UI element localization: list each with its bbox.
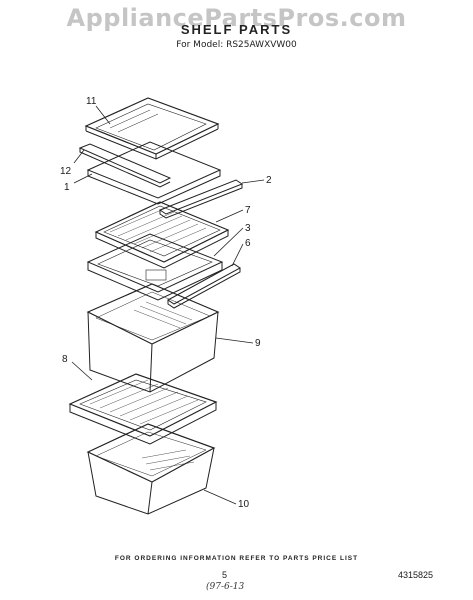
page-title: SHELF PARTS [180,22,293,37]
part-2-trim[interactable] [158,179,244,219]
callout-3: 3 [245,223,251,234]
part-3-cover-frame[interactable] [86,233,224,301]
part-9-crisper-drawer[interactable] [86,283,220,393]
callout-9: 9 [255,338,261,349]
leader-lines [71,105,265,505]
callout-7: 7 [245,205,251,216]
page-number: 5 [222,570,228,580]
part-12-frame-rail[interactable] [78,143,172,188]
part-10-lower-bin[interactable] [86,423,216,515]
callout-2: 2 [266,175,272,186]
part-6-crisper-rail[interactable] [167,263,241,309]
callout-12: 12 [60,166,72,177]
callout-6: 6 [245,238,251,249]
part-7-crisper-cover[interactable] [94,201,230,269]
part-11-glass-shelf[interactable] [84,97,220,160]
model-subtitle: For Model: RS25AWXVW00 [176,40,297,50]
callout-1: 1 [64,182,70,193]
watermark: AppliancePartsPros.com [66,4,407,32]
ordering-info-note: FOR ORDERING INFORMATION REFER TO PARTS … [114,555,359,562]
callout-8: 8 [62,354,68,365]
part-1-shelf-frame[interactable] [86,141,222,205]
callout-11: 11 [86,96,97,107]
callout-10: 10 [238,499,250,510]
handwritten-date: (97-6-13 [206,582,245,592]
document-number: 4315825 [398,570,434,580]
part-8-drawer-cover[interactable] [68,373,218,445]
